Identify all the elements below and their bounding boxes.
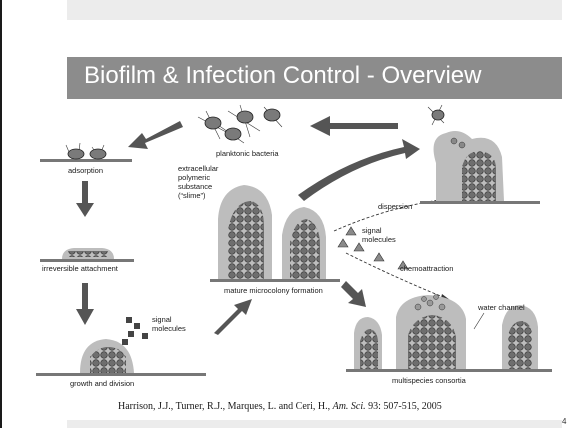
label-chemoattraction: chemoattraction	[400, 264, 453, 273]
citation: Harrison, J.J., Turner, R.J., Marques, L…	[118, 401, 442, 412]
label-multispecies-consortia: multispecies consortia	[392, 376, 467, 385]
citation-authors: Harrison, J.J., Turner, R.J., Marques, L…	[118, 401, 333, 412]
stage-mature-microcolony	[210, 185, 340, 282]
arrow-attachment-down	[76, 283, 94, 325]
arrow-to-consortia	[341, 281, 366, 307]
arrow-to-mature	[214, 299, 252, 335]
biofilm-lifecycle-diagram: planktonic bacteria adsorption irreversi…	[28, 103, 558, 395]
slide-left-border	[0, 0, 2, 428]
arrow-to-planktonic	[310, 116, 398, 136]
label-mature-microcolony: mature microcolony formation	[224, 286, 323, 295]
stage-dispersion-colony	[420, 105, 540, 204]
footer-band	[67, 420, 562, 428]
label-growth-division: growth and division	[70, 379, 134, 388]
arrow-to-adsorption	[128, 121, 183, 149]
label-signal-left-2: molecules	[152, 324, 186, 333]
arrow-adsorption-down	[76, 181, 94, 217]
citation-journal: Am. Sci.	[333, 401, 366, 412]
slide-title: Biofilm & Infection Control - Overview	[84, 62, 481, 90]
label-signal-mid-2: molecules	[362, 235, 396, 244]
label-eps-4: (“slime”)	[178, 191, 206, 200]
page-number: 4	[562, 417, 566, 426]
header-band	[67, 0, 562, 20]
label-dispersion: dispersion	[378, 202, 412, 211]
stage-adsorption	[40, 143, 132, 162]
citation-details: 93: 507-515, 2005	[366, 401, 442, 412]
label-planktonic-bacteria: planktonic bacteria	[216, 149, 279, 158]
label-adsorption: adsorption	[68, 166, 103, 175]
label-water-channel: water channel	[477, 303, 525, 312]
label-irreversible-attachment: irreversible attachment	[42, 264, 119, 273]
planktonic-bacteria-cluster	[198, 105, 282, 143]
label-eps-3: substance	[178, 182, 212, 191]
label-signal-left-1: signal	[152, 315, 172, 324]
label-eps-2: polymeric	[178, 173, 210, 182]
label-signal-mid-1: signal	[362, 226, 382, 235]
arrow-to-dispersion	[298, 139, 420, 201]
label-eps-1: extracellular	[178, 164, 219, 173]
stage-irreversible-attachment	[40, 248, 134, 262]
